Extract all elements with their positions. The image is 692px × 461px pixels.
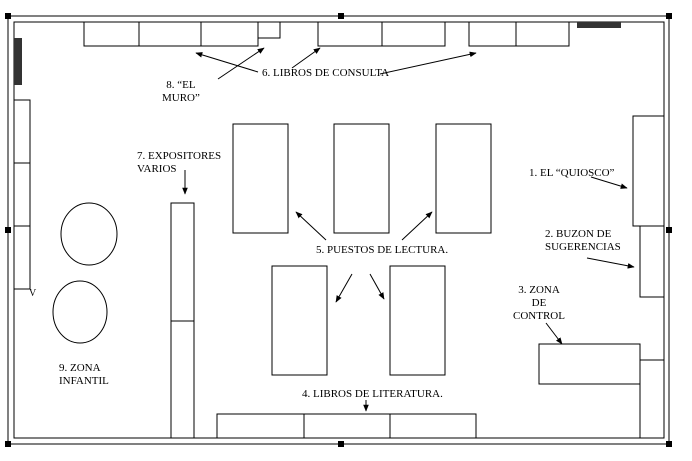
label-puestos-lectura: 5. PUESTOS DE LECTURA. — [316, 244, 449, 256]
arrows — [182, 47, 635, 412]
children-circle-bottom — [52, 280, 108, 344]
children-circle-top — [60, 202, 118, 266]
quiosco-unit — [632, 115, 665, 227]
label-zona-control: 3. ZONA DE CONTROL — [513, 284, 565, 322]
expositores-lower — [170, 320, 195, 439]
label-libros-literatura: 4. LIBROS DE LITERATURA. — [302, 388, 443, 400]
label-quiosco: 1. EL “QUIOSCO” — [529, 167, 615, 179]
top-shelves — [83, 21, 570, 47]
right-lower-shelf — [639, 359, 665, 439]
expositores-upper — [170, 202, 195, 322]
control-desk — [538, 343, 641, 385]
label-buzon: 2. BUZON DE SUGERENCIAS — [545, 228, 621, 253]
door-marker-left — [14, 38, 22, 85]
label-el-muro: 8. “EL MURO” — [162, 79, 200, 104]
buzon-unit — [639, 225, 665, 298]
label-libros-consulta: 6. LIBROS DE CONSULTA — [262, 67, 390, 79]
label-expositores: 7. EXPOSITORES VARIOS — [137, 150, 222, 175]
reading-tables — [232, 123, 492, 376]
selection-handles — [5, 13, 672, 447]
label-zona-infantil: 9. ZONA INFANTIL — [59, 362, 109, 387]
v-mark: V — [29, 288, 37, 299]
left-shelves — [13, 99, 31, 290]
door-marker-top-right — [577, 22, 621, 28]
bottom-shelves — [216, 413, 477, 439]
